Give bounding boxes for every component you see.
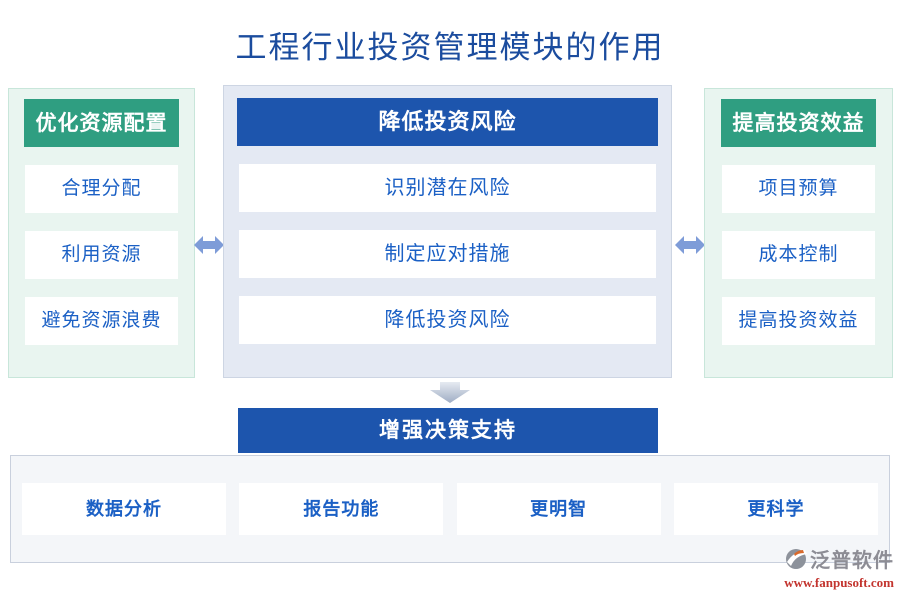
list-item: 更明智 [456, 483, 661, 535]
double-arrow-icon [194, 235, 224, 255]
bottom-header-decision-support: 增强决策支持 [238, 408, 658, 453]
brand-watermark: 泛普软件 www.fanpusoft.com [784, 548, 894, 589]
fanpu-logo-icon [785, 548, 807, 574]
list-item: 数据分析 [22, 483, 226, 535]
list-item: 识别潜在风险 [239, 164, 656, 212]
brand-name: 泛普软件 [810, 550, 894, 572]
list-item: 利用资源 [25, 231, 178, 279]
list-item: 制定应对措施 [239, 230, 656, 278]
panel-improve-returns: 提高投资效益 项目预算 成本控制 提高投资效益 [704, 88, 893, 378]
panel-header-optimize-resources: 优化资源配置 [24, 99, 179, 147]
list-item: 合理分配 [25, 165, 178, 213]
panel-decision-support: 数据分析 报告功能 更明智 更科学 [10, 455, 890, 563]
list-item: 报告功能 [239, 483, 444, 535]
panel-reduce-risk: 降低投资风险 识别潜在风险 制定应对措施 降低投资风险 [223, 85, 672, 378]
page-title: 工程行业投资管理模块的作用 [235, 30, 665, 65]
list-item: 避免资源浪费 [25, 297, 178, 345]
list-item: 提高投资效益 [722, 297, 875, 345]
list-item: 降低投资风险 [239, 296, 656, 344]
double-arrow-icon [675, 235, 705, 255]
panel-optimize-resources: 优化资源配置 合理分配 利用资源 避免资源浪费 [8, 88, 195, 378]
list-item: 项目预算 [722, 165, 875, 213]
list-item: 成本控制 [722, 231, 875, 279]
panel-header-improve-returns: 提高投资效益 [721, 99, 876, 147]
list-item: 更科学 [673, 483, 878, 535]
down-arrow-icon [428, 382, 472, 403]
panel-header-reduce-risk: 降低投资风险 [237, 98, 658, 146]
brand-url: www.fanpusoft.com [784, 575, 894, 590]
